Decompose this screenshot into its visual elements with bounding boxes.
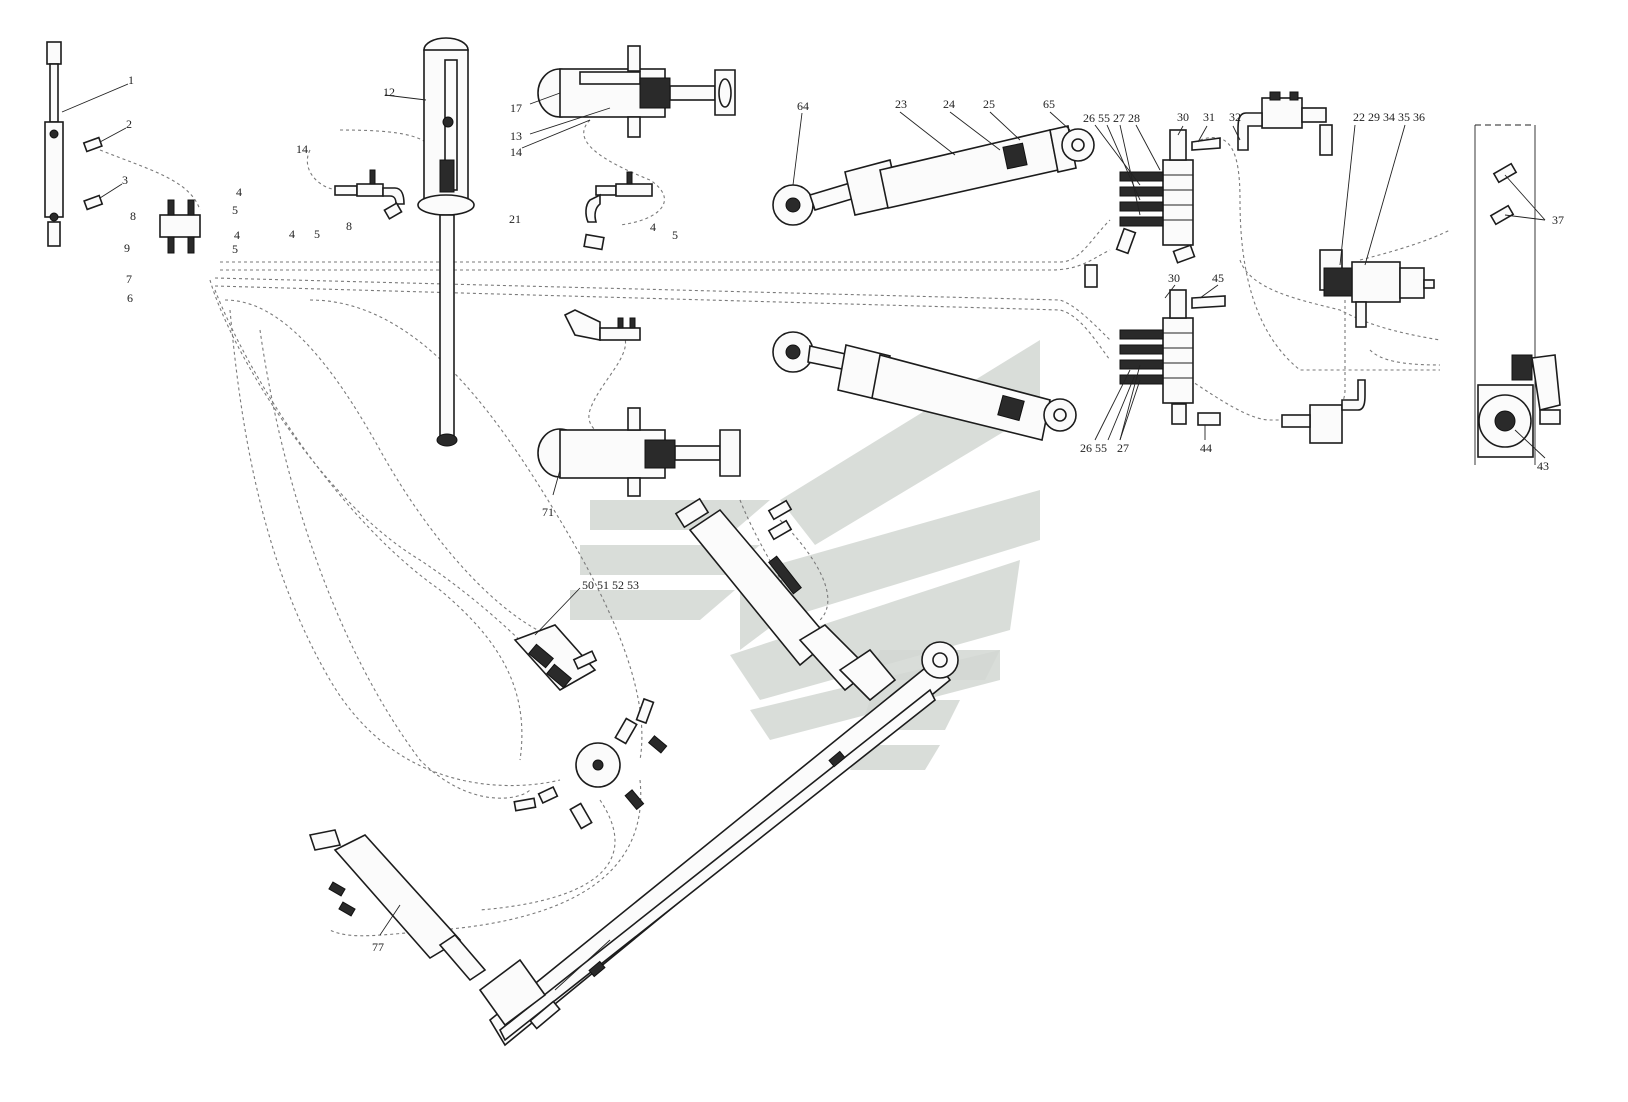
slanted-cylinder-lower (772, 331, 1077, 441)
label-part-12: 12 (383, 85, 395, 99)
label-part-43: 43 (1537, 459, 1549, 473)
label-group-26-55-27-28: 26 55 27 28 (1083, 111, 1140, 125)
label-part-13: 13 (510, 129, 522, 143)
label-part-7: 7 (126, 272, 132, 286)
fitting-2 (82, 136, 103, 153)
fitting-group-center (563, 309, 641, 341)
label-part-14-a: 14 (296, 142, 308, 156)
label-part-1: 1 (128, 73, 134, 87)
control-block-50-53 (513, 624, 598, 692)
leader-lines (61, 83, 1546, 936)
label-part-27-b: 27 (1117, 441, 1129, 455)
label-part-3: 3 (122, 173, 128, 187)
label-part-4-a: 4 (236, 185, 242, 199)
label-group-22-29-34-35-36: 22 29 34 35 36 (1353, 110, 1425, 124)
label-part-14-b: 14 (510, 145, 522, 159)
fitting-group-mid-left (583, 171, 653, 251)
label-part-71: 71 (542, 505, 554, 519)
label-part-5-b: 5 (232, 242, 238, 256)
label-part-5-d: 5 (672, 228, 678, 242)
part-22-pump (1319, 249, 1435, 328)
part-1-rod (44, 41, 64, 247)
label-part-5-a: 5 (232, 203, 238, 217)
label-part-4-c: 4 (289, 227, 295, 241)
label-part-77: 77 (372, 940, 384, 954)
distributor-block-lower (1119, 289, 1226, 426)
label-part-21: 21 (509, 212, 521, 226)
part-12-vertical-cylinder (417, 37, 475, 447)
label-part-31: 31 (1203, 110, 1215, 124)
label-part-17: 17 (510, 101, 522, 115)
long-boom (478, 641, 959, 1047)
fittings-37 (1489, 162, 1518, 226)
control-valve-upper (1237, 91, 1333, 156)
part-17-horizontal-cylinder (537, 45, 736, 138)
label-part-30-a: 30 (1177, 110, 1189, 124)
tee-block-left (159, 199, 201, 254)
central-valve-cluster (513, 697, 668, 830)
fitting-group-14 (334, 169, 405, 220)
fitting-3 (83, 194, 104, 211)
label-part-24: 24 (943, 97, 955, 111)
distributor-block-upper (1119, 129, 1221, 246)
label-part-44: 44 (1200, 441, 1212, 455)
label-group-26-55-lower: 26 55 (1080, 441, 1107, 455)
valve-lower-right (1281, 379, 1366, 444)
slanted-cylinder-middle (674, 497, 897, 702)
label-part-8-c: 8 (346, 219, 352, 233)
label-part-30-b: 30 (1168, 271, 1180, 285)
right-frame (1474, 124, 1561, 465)
part-23-slanted-cylinder-upper (772, 125, 1095, 226)
label-part-45: 45 (1212, 271, 1224, 285)
label-part-32: 32 (1229, 110, 1241, 124)
label-part-25: 25 (983, 97, 995, 111)
part-77-cylinder (308, 829, 487, 982)
fittings-upper-middle (767, 499, 793, 541)
fittings-near-distributors (1084, 227, 1196, 288)
part-71-horizontal-cylinder (537, 407, 741, 497)
label-part-23: 23 (895, 97, 907, 111)
label-part-6: 6 (127, 291, 133, 305)
label-part-4-d: 4 (650, 220, 656, 234)
label-part-37: 37 (1552, 213, 1564, 227)
label-group-50-51-52-53: 50 51 52 53 (582, 578, 639, 592)
label-part-5-c: 5 (314, 227, 320, 241)
label-part-2: 2 (126, 117, 132, 131)
label-part-4-b: 4 (234, 228, 240, 242)
part-labels: 1 2 3 4 5 8 9 4 5 7 6 12 14 4 5 8 17 13 … (122, 73, 1564, 954)
label-part-64: 64 (797, 99, 809, 113)
label-part-65: 65 (1043, 97, 1055, 111)
label-part-9-a: 9 (124, 241, 130, 255)
label-part-8-a: 8 (130, 209, 136, 223)
